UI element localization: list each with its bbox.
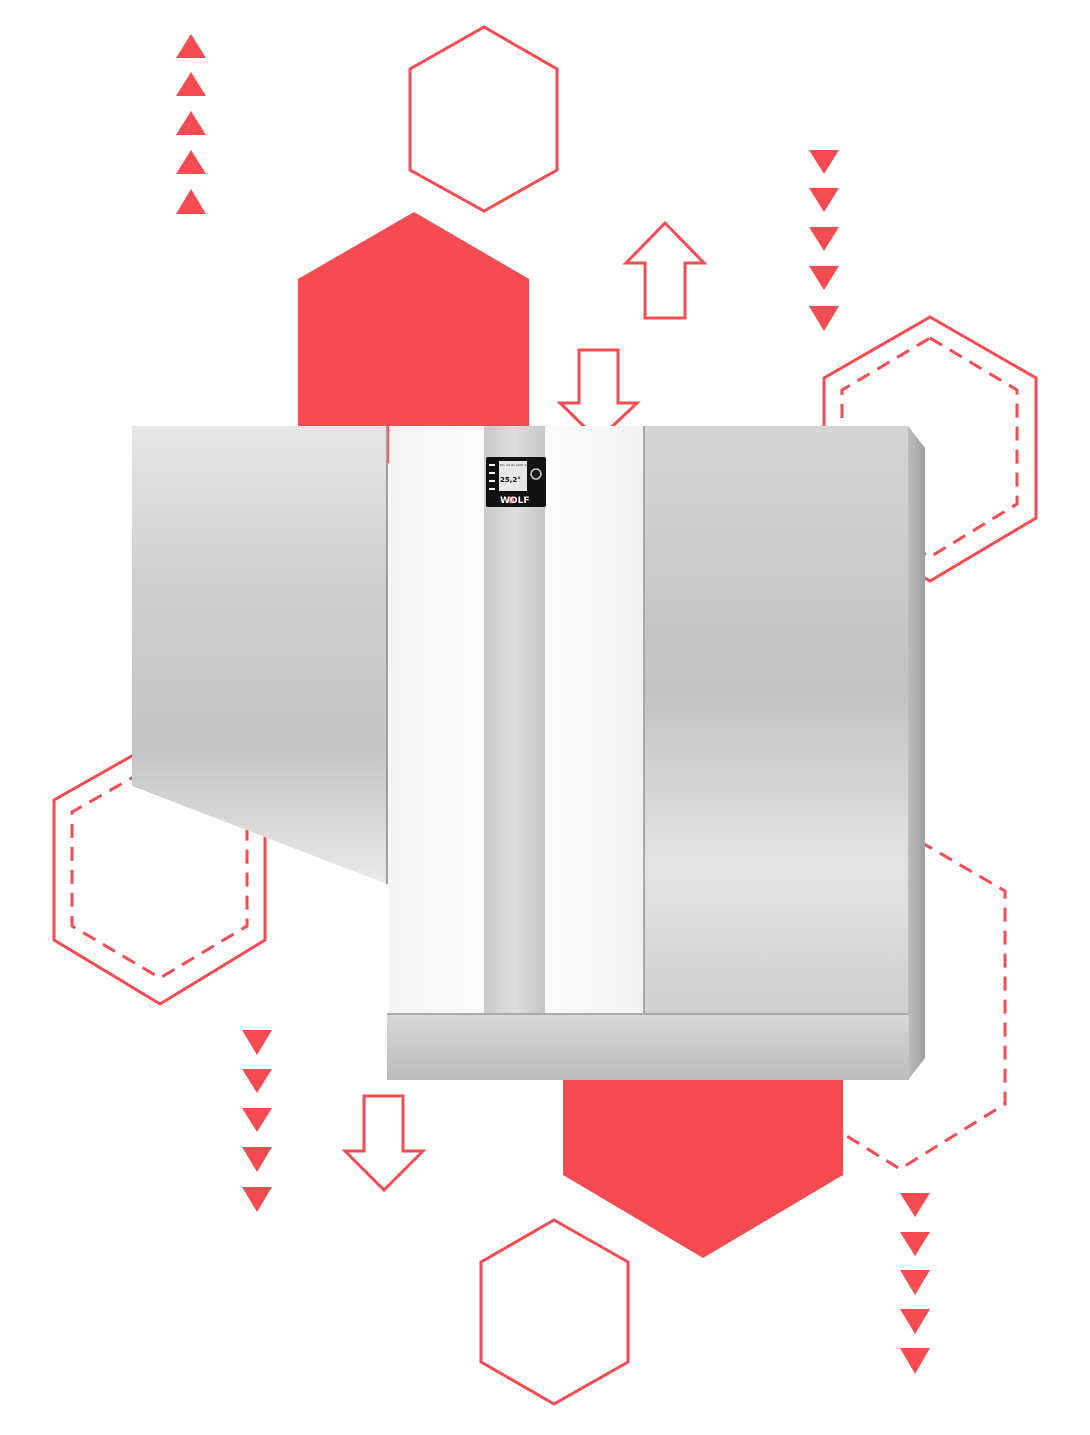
triangle-down-icon bbox=[242, 1069, 272, 1093]
triangle-down-icon bbox=[242, 1147, 272, 1172]
control-button-4[interactable] bbox=[489, 488, 495, 490]
triangles-down-bottom-right bbox=[900, 1193, 930, 1374]
triangle-down-icon bbox=[900, 1270, 930, 1295]
arrow-down-outline-icon bbox=[556, 348, 641, 443]
control-rotary-knob[interactable] bbox=[530, 468, 542, 480]
unit-side-panel bbox=[908, 426, 925, 1080]
wolf-logo-dot bbox=[507, 496, 515, 504]
triangles-down-top-right bbox=[809, 150, 839, 331]
triangle-down-icon bbox=[900, 1309, 930, 1334]
triangle-down-icon bbox=[900, 1193, 930, 1217]
triangle-down-icon bbox=[242, 1187, 272, 1212]
unit-base bbox=[387, 1013, 909, 1080]
control-button-3[interactable] bbox=[489, 480, 495, 482]
heating-unit: Mo, 01.01.2020 12:00 25,2° WOLF bbox=[132, 426, 925, 1080]
control-panel: Mo, 01.01.2020 12:00 25,2° WOLF bbox=[486, 457, 546, 507]
display-header: Mo, 01.01.2020 12:00 bbox=[500, 463, 533, 467]
triangle-up-icon bbox=[176, 189, 206, 214]
arrow-up-outline-icon bbox=[622, 220, 708, 320]
unit-center-strip bbox=[484, 426, 545, 1013]
hexagon-dashed-right bbox=[840, 336, 1019, 559]
triangle-up-icon bbox=[176, 150, 206, 174]
wolf-logo: WOLF bbox=[500, 496, 529, 506]
triangle-down-icon bbox=[809, 150, 839, 174]
triangle-down-icon bbox=[242, 1030, 272, 1055]
display-temperature: 25,2° bbox=[500, 476, 521, 484]
triangle-down-icon bbox=[809, 306, 839, 331]
control-button-2[interactable] bbox=[489, 472, 495, 474]
hexagon-outline-bottom bbox=[479, 1218, 630, 1406]
triangle-down-icon bbox=[242, 1108, 272, 1132]
triangle-down-icon bbox=[809, 188, 839, 212]
arrow-down-outline-icon bbox=[341, 1094, 427, 1193]
unit-door-left bbox=[132, 426, 387, 884]
triangle-up-icon bbox=[176, 111, 206, 135]
triangle-up-icon bbox=[176, 34, 206, 58]
triangle-down-icon bbox=[900, 1232, 930, 1256]
control-display-screen bbox=[499, 461, 527, 491]
unit-panel-right bbox=[645, 426, 908, 1013]
control-button-1[interactable] bbox=[489, 464, 495, 466]
hexagon-outline-right bbox=[822, 315, 1038, 583]
triangle-down-icon bbox=[809, 266, 839, 290]
triangle-down-icon bbox=[809, 227, 839, 251]
triangle-down-icon bbox=[900, 1348, 930, 1374]
triangle-up-icon bbox=[176, 72, 206, 96]
hexagon-solid-top bbox=[298, 212, 529, 470]
hexagon-solid-bottom bbox=[563, 1060, 843, 1258]
triangles-up-top-left bbox=[176, 34, 206, 214]
hexagon-outline-top bbox=[408, 25, 559, 213]
triangles-down-bottom-left bbox=[242, 1030, 272, 1212]
